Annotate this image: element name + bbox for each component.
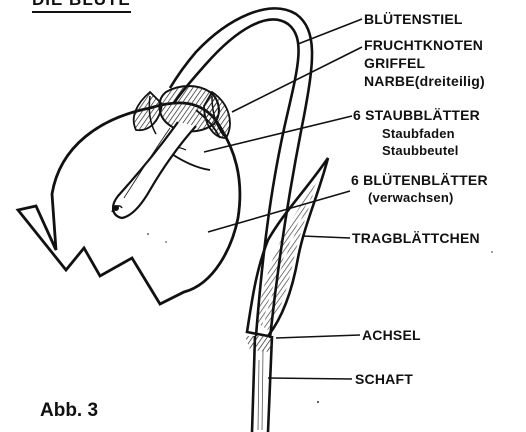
label-staubbeutel: Staubbeutel xyxy=(382,143,459,158)
leader-schaft xyxy=(268,378,352,379)
label-griffel: GRIFFEL xyxy=(364,55,425,71)
leader-fruchtknoten xyxy=(232,47,362,112)
label-fruchtknoten: FRUCHTKNOTEN xyxy=(364,37,483,53)
leader-tragblaettchen xyxy=(302,236,350,238)
diagram-title: DIE BLÜTE xyxy=(32,0,131,13)
label-bluetenblaetter: 6 BLÜTENBLÄTTER xyxy=(351,172,488,188)
leader-achsel xyxy=(276,335,360,338)
label-staubblaetter: 6 STAUBBLÄTTER xyxy=(353,107,480,123)
label-achsel: ACHSEL xyxy=(362,327,421,343)
label-staubfaden: Staubfaden xyxy=(382,126,455,141)
label-verwachsen: (verwachsen) xyxy=(368,190,454,205)
label-narbe: NARBE(dreiteilig) xyxy=(364,73,485,89)
figure-label: Abb. 3 xyxy=(40,400,98,422)
axil xyxy=(245,336,275,352)
label-tragblaettchen: TRAGBLÄTTCHEN xyxy=(352,230,480,246)
label-bluetenstiel: BLÜTENSTIEL xyxy=(364,11,463,27)
label-schaft: SCHAFT xyxy=(355,371,413,387)
